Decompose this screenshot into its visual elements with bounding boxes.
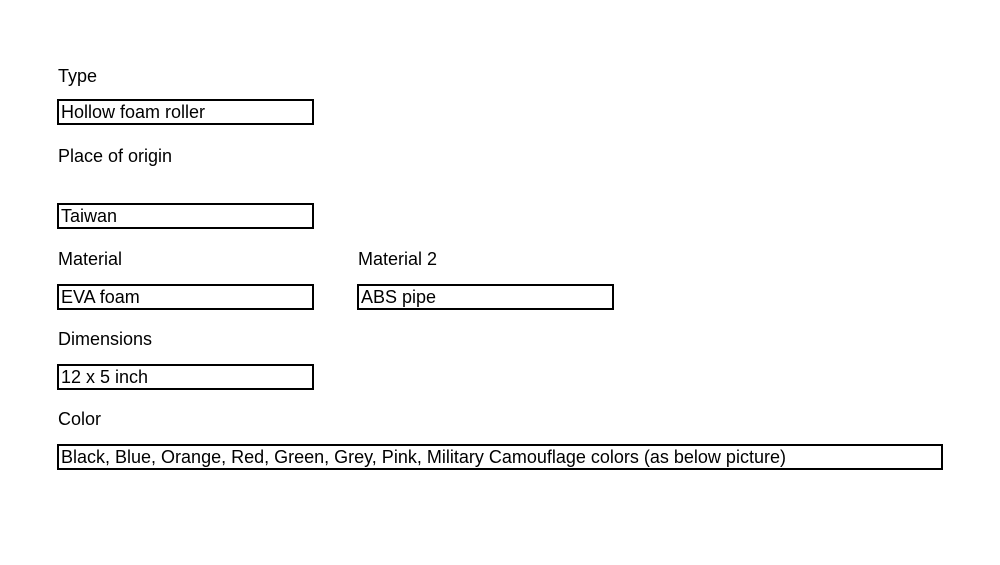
dimensions-label: Dimensions <box>58 329 153 349</box>
place-of-origin-label: Place of origin <box>58 146 173 166</box>
type-field[interactable]: Hollow foam roller <box>57 99 314 125</box>
material-2-field[interactable]: ABS pipe <box>357 284 614 310</box>
material-2-label: Material 2 <box>358 249 438 269</box>
material-field[interactable]: EVA foam <box>57 284 314 310</box>
place-of-origin-field[interactable]: Taiwan <box>57 203 314 229</box>
color-label: Color <box>58 409 102 429</box>
material-label: Material <box>58 249 123 269</box>
dimensions-field[interactable]: 12 x 5 inch <box>57 364 314 390</box>
type-label: Type <box>58 66 98 86</box>
color-field[interactable]: Black, Blue, Orange, Red, Green, Grey, P… <box>57 444 943 470</box>
